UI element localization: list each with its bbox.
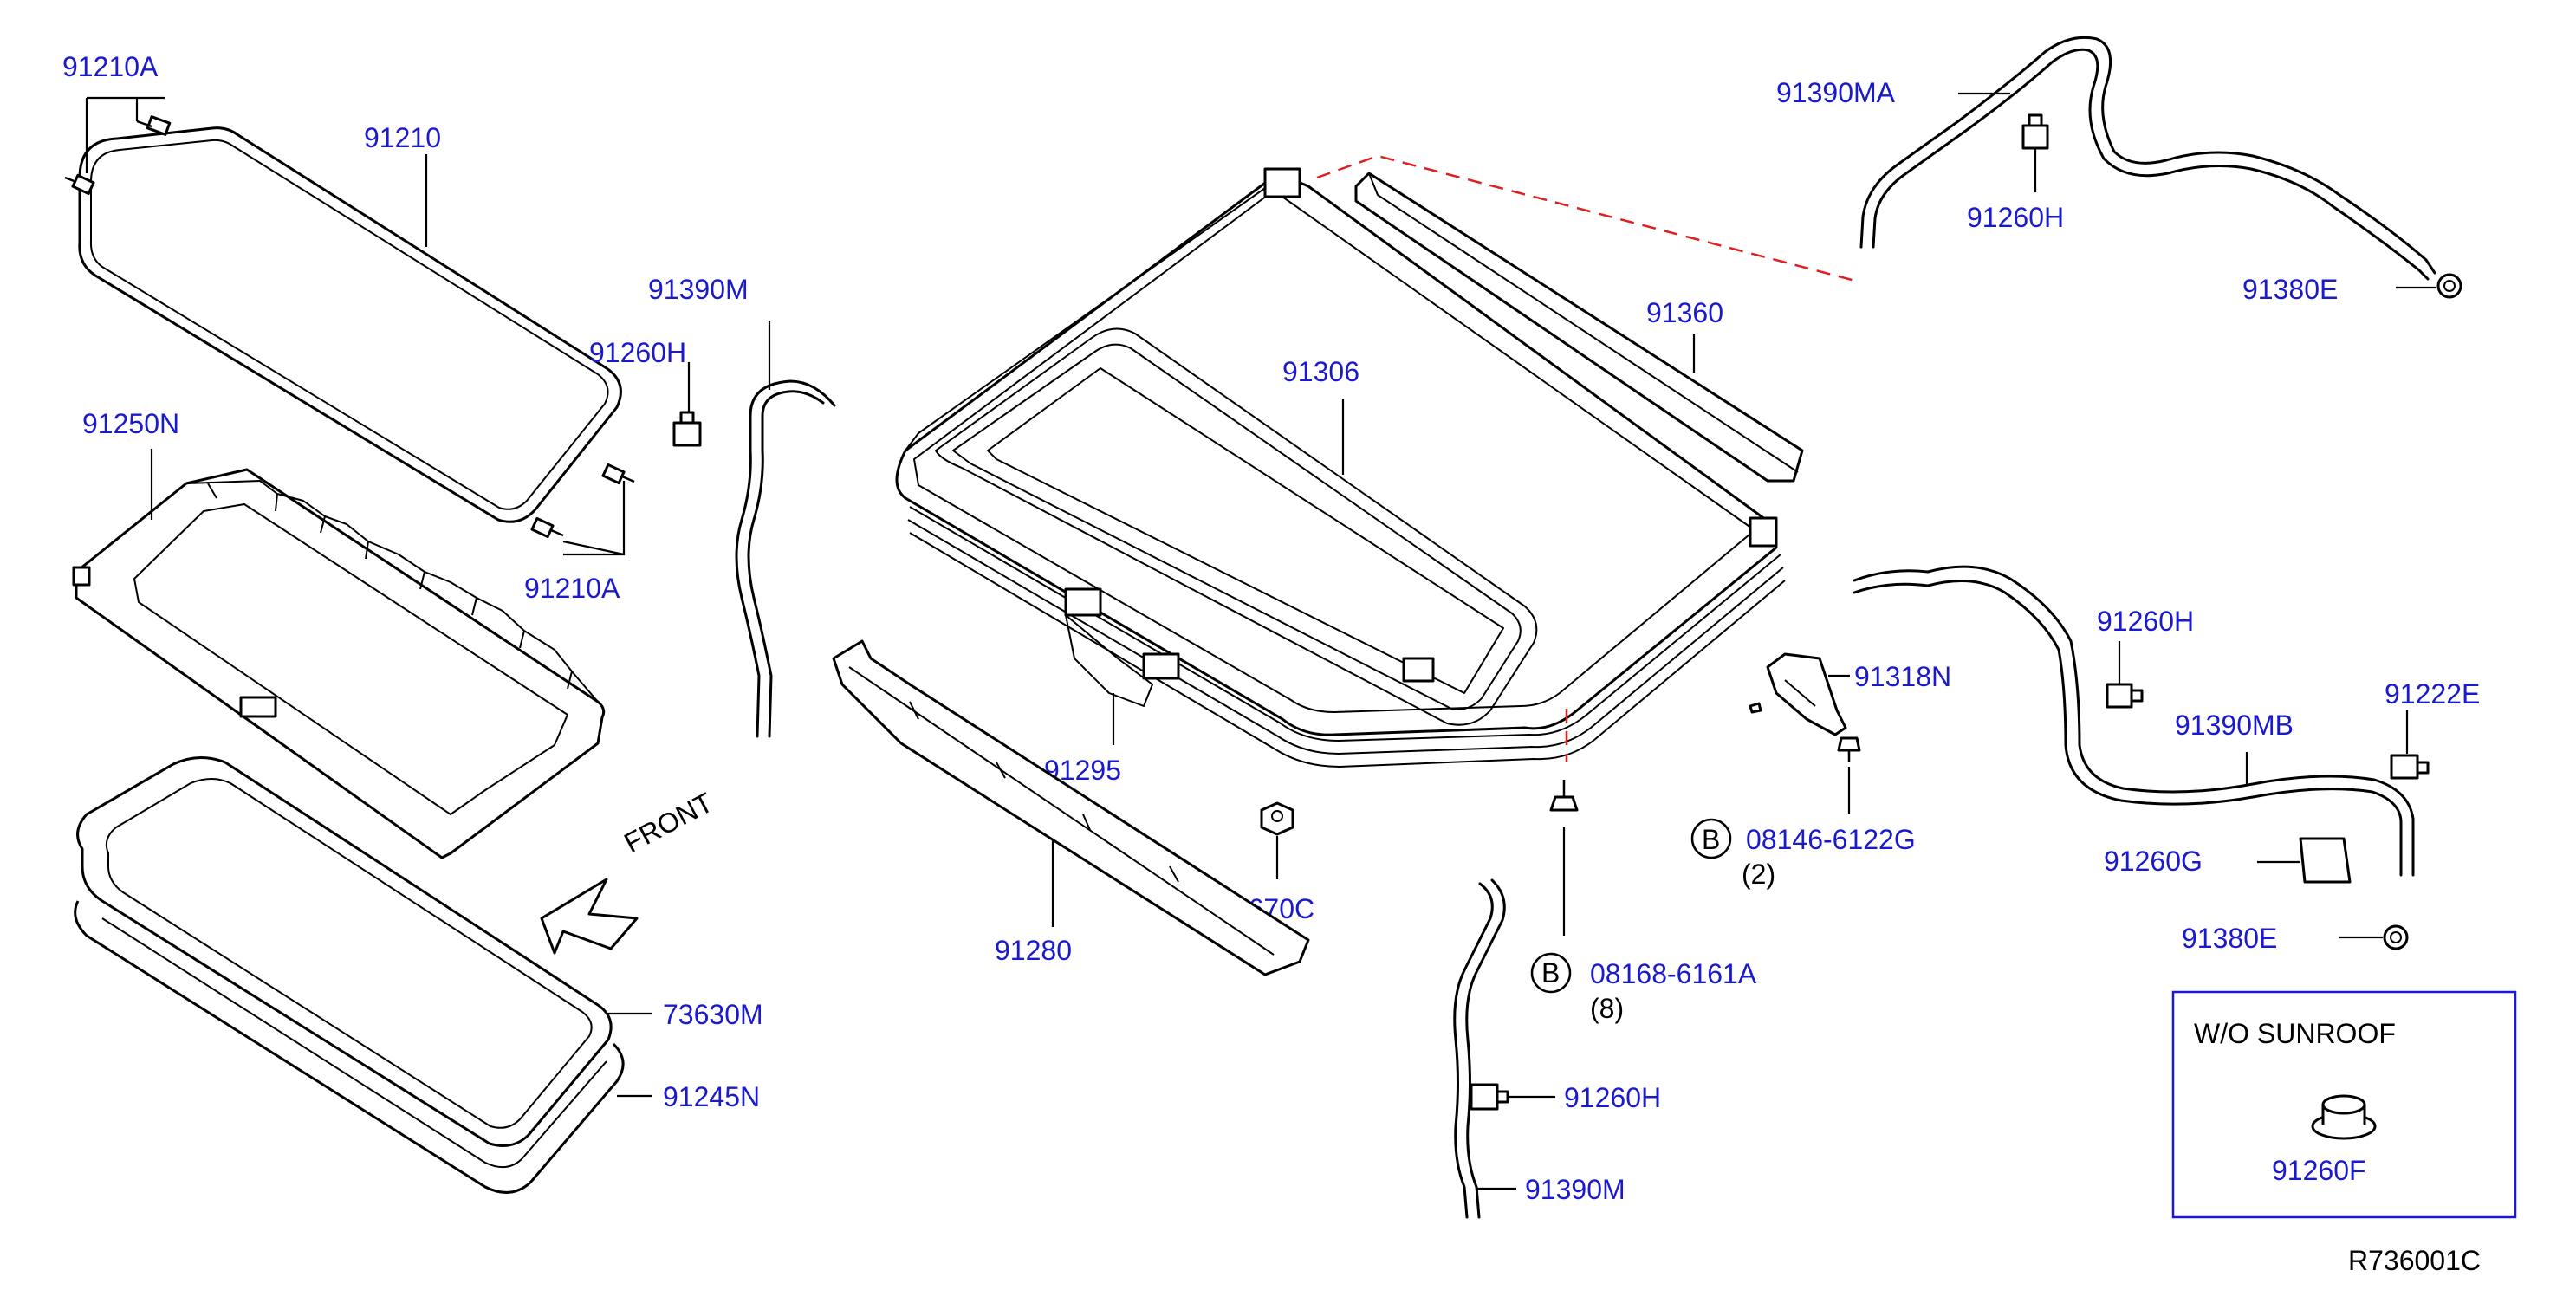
label-91245N: 91245N [663, 1081, 760, 1112]
label-91210A-top: 91210A [62, 51, 159, 82]
callout-b-letter-1: B [1702, 824, 1720, 855]
sunroof-frame-91306 [895, 167, 1786, 768]
label-91210A-mid: 91210A [524, 573, 620, 604]
qty-8: (8) [1590, 993, 1624, 1024]
wo-sunroof-title: W/O SUNROOF [2194, 1018, 2396, 1049]
label-91360: 91360 [1646, 297, 1723, 328]
label-91222E: 91222E [2385, 678, 2480, 710]
clip-91260H-icon [672, 411, 702, 447]
front-arrow-icon [540, 878, 639, 955]
callout-b-circle-2 [1530, 952, 1572, 994]
label-91260H-top: 91260H [1967, 202, 2064, 233]
drain-hose-91390M-lower [1453, 878, 1506, 1219]
drain-hose-91390MA [1859, 36, 2436, 281]
label-91380E-top: 91380E [2242, 274, 2338, 305]
seal-73630M [76, 756, 613, 1147]
label-91260G: 91260G [2104, 846, 2203, 877]
label-91390MB: 91390MB [2175, 710, 2294, 741]
seal-91245N [74, 900, 625, 1194]
diagram-code: R736001C [2348, 1245, 2481, 1276]
label-91280: 91280 [995, 935, 1072, 966]
label-91250N: 91250N [82, 408, 179, 439]
label-91318N: 91318N [1854, 661, 1951, 692]
sunroof-glass-91210 [78, 126, 622, 523]
plug-91260F-icon [2311, 1094, 2377, 1140]
callout-b-letter-2: B [1541, 957, 1560, 989]
label-91210: 91210 [364, 122, 441, 153]
nut-73670C-icon [1260, 801, 1294, 836]
grommet-91380E-bottom-icon [2383, 924, 2409, 950]
label-91260H-mid: 91260H [589, 337, 686, 368]
label-91260H-right: 91260H [2097, 606, 2194, 637]
drain-hose-91390MB [1853, 565, 2415, 877]
qty-2: (2) [1742, 859, 1775, 890]
bolt-08168-icon [1549, 780, 1579, 812]
label-91380E-bottom: 91380E [2182, 923, 2277, 954]
sunroof-frame-91250N [72, 468, 606, 859]
bolt-91210A-icon [64, 115, 635, 539]
label-91306: 91306 [1282, 356, 1359, 387]
callout-b-circle-1 [1690, 818, 1732, 859]
front-rail-91280 [832, 639, 1310, 976]
label-08146-6122G: 08146-6122G [1746, 824, 1916, 855]
tape-91260G-icon [2299, 837, 2352, 884]
bracket-91318N [1749, 652, 1847, 736]
label-73630M: 73630M [663, 999, 763, 1030]
label-91390MA: 91390MA [1776, 77, 1896, 108]
reference-dashed-line [1316, 154, 1859, 283]
label-91390M-bottom: 91390M [1525, 1174, 1625, 1205]
drain-hose-91390M-upper [735, 379, 836, 738]
label-91260H-bottom: 91260H [1564, 1082, 1661, 1113]
front-label: FRONT [619, 787, 717, 859]
grommet-91380E-top-icon [2436, 273, 2462, 299]
clip-91260H-top-icon [2021, 113, 2049, 150]
wo-sunroof-box: W/O SUNROOF 91260F [2171, 990, 2517, 1219]
clip-91260H-bottom-icon [1470, 1083, 1509, 1111]
label-91260F: 91260F [2272, 1155, 2366, 1186]
label-91390M-top: 91390M [648, 274, 749, 305]
label-08168-6161A: 08168-6161A [1590, 958, 1757, 989]
clip-91222E-icon [2390, 754, 2430, 780]
wind-deflector-91360 [1354, 172, 1804, 483]
bolt-08146-icon [1837, 736, 1861, 762]
clip-91260H-right-icon [2106, 683, 2144, 709]
